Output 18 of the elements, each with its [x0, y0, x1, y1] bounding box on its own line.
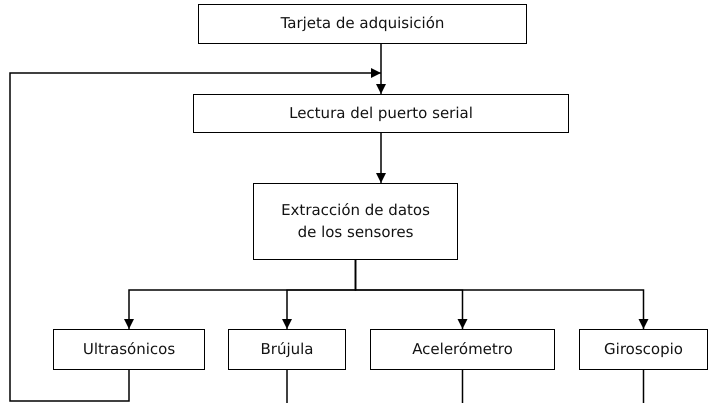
arrow [9, 68, 381, 402]
process-box [253, 183, 458, 260]
box-label: Ultrasónicos [82, 338, 176, 360]
box-label: Tarjeta de adquisición [280, 13, 444, 34]
process-box [228, 329, 346, 370]
process-box [53, 329, 205, 370]
process-box [193, 94, 569, 133]
process-box [370, 329, 555, 370]
arrow [376, 133, 386, 183]
arrow [354, 260, 648, 329]
box-label: Lectura del puerto serial [289, 102, 473, 124]
arrow [376, 44, 386, 94]
box-label: Brújula [260, 338, 314, 360]
box-label: Giroscopio [604, 338, 683, 360]
box-label: Extracción de datos de los sensores [280, 200, 431, 242]
box-label: Acelerómetro [412, 338, 513, 360]
process-box [579, 329, 708, 370]
process-box [198, 4, 527, 44]
